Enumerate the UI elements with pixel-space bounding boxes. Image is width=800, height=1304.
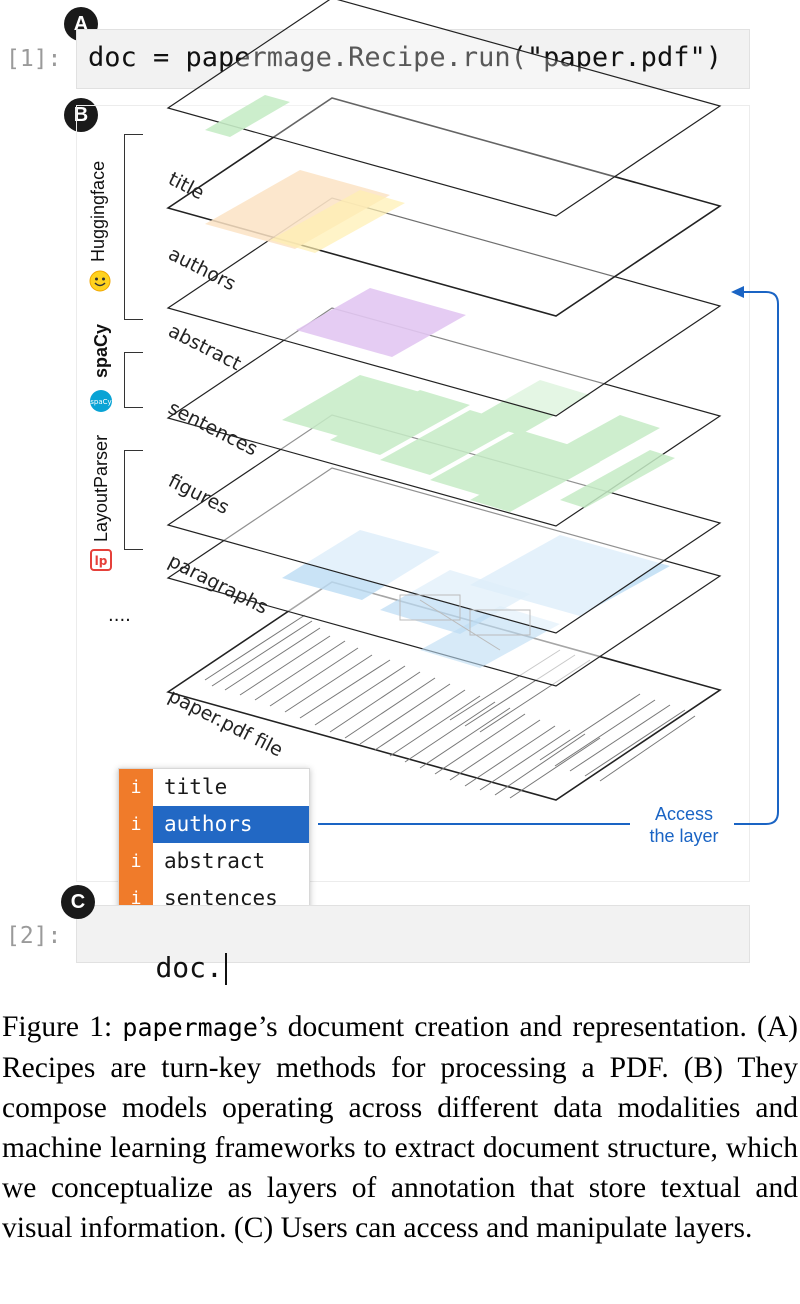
item-info-icon: i bbox=[119, 843, 153, 880]
layer-stack: title authors abstract sentences figures… bbox=[165, 0, 779, 825]
cell2-code-input[interactable]: doc. bbox=[88, 918, 227, 1018]
item-info-icon: i bbox=[119, 769, 153, 806]
cell2-code: doc. bbox=[155, 951, 223, 984]
caption-text: ’s document creation and representation.… bbox=[2, 1011, 799, 1244]
svg-text:lp: lp bbox=[95, 554, 108, 568]
autocomplete-item-title[interactable]: i title bbox=[119, 769, 309, 806]
badge-c: C bbox=[61, 885, 95, 919]
autocomplete-item-abstract[interactable]: i abstract bbox=[119, 843, 309, 880]
cell1-prompt: [1]: bbox=[6, 46, 62, 72]
caption-code: papermage bbox=[122, 1013, 258, 1042]
code-cell-2[interactable]: doc. bbox=[76, 905, 750, 985]
layoutparser-logo-icon: lp bbox=[90, 549, 112, 575]
layer-label-abstract: abstract bbox=[165, 320, 245, 375]
spacy-bracket bbox=[124, 352, 143, 408]
svg-text:spaCy: spaCy bbox=[90, 398, 111, 406]
cell1-code: doc = papermage.Recipe.run("paper.pdf") bbox=[88, 42, 722, 73]
badge-b: B bbox=[64, 98, 98, 132]
item-info-icon: i bbox=[119, 806, 153, 843]
autocomplete-item-label: authors bbox=[164, 812, 253, 836]
layers-panel bbox=[76, 105, 750, 882]
sentences-layer bbox=[166, 307, 722, 527]
more-frameworks-ellipsis: .... bbox=[108, 605, 131, 626]
selection-highlight bbox=[153, 806, 309, 843]
title-layer bbox=[166, 0, 722, 217]
authors-layer bbox=[166, 97, 722, 317]
hugging-face-emoji-icon bbox=[89, 270, 111, 296]
autocomplete-popup: i title i authors i abstract i sentences bbox=[118, 768, 310, 918]
figure-caption: Figure 1: papermage’s document creation … bbox=[2, 1007, 798, 1248]
access-arrow bbox=[318, 286, 779, 825]
cell2-prompt: [2]: bbox=[6, 923, 62, 949]
autocomplete-item-authors[interactable]: i authors bbox=[119, 806, 309, 843]
text-cursor bbox=[224, 953, 227, 985]
figures-layer bbox=[166, 414, 722, 651]
autocomplete-item-label: abstract bbox=[164, 849, 266, 873]
code-cell-1[interactable]: doc = papermage.Recipe.run("paper.pdf") bbox=[76, 29, 750, 89]
huggingface-bracket bbox=[124, 134, 143, 320]
spacy-logo-icon: spaCy bbox=[89, 389, 113, 417]
layoutparser-bracket bbox=[124, 450, 143, 550]
access-layer-label: Access the layer bbox=[649, 804, 719, 846]
autocomplete-item-label: title bbox=[164, 775, 228, 799]
caption-prefix: Figure 1: bbox=[2, 1011, 123, 1043]
